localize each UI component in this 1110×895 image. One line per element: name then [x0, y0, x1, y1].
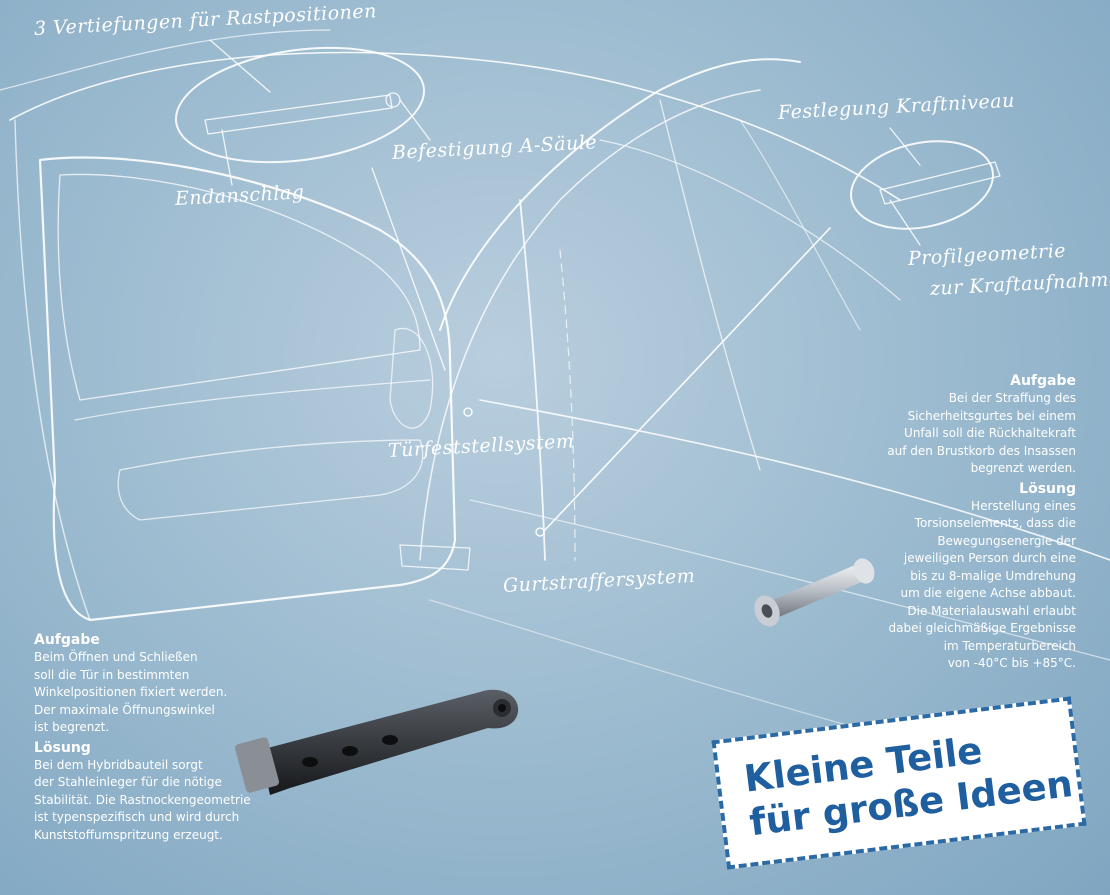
door-check-solution-heading: Lösung	[34, 739, 91, 756]
rear-door-line	[659, 99, 761, 471]
belt-task-heading: Aufgabe	[1010, 373, 1076, 389]
body-sweep-2	[469, 499, 1110, 661]
door-sill	[399, 544, 471, 571]
door-check-task-heading: Aufgabe	[34, 632, 100, 648]
rear-window-line	[739, 119, 861, 331]
car-roof-line	[9, 51, 901, 201]
door-speaker	[389, 327, 434, 429]
b-pillar-dashed	[559, 249, 576, 561]
detail-ellipse-door-check	[174, 46, 426, 164]
windshield-line	[599, 139, 901, 301]
leader-befestigung	[399, 99, 431, 141]
leader-door-check-to-door	[371, 167, 446, 371]
belt-tensioner-description: Aufgabe Bei der Straffung des Sicherheit…	[860, 372, 1076, 675]
body-sweep	[479, 399, 1110, 561]
a-pillar-line	[439, 58, 801, 331]
door-check-solution-text: Bei dem Hybridbauteil sorgt der Stahlein…	[34, 757, 251, 842]
door-check-task-text: Beim Öffnen und Schließen soll die Tür i…	[34, 650, 228, 734]
door-check-part-image	[235, 689, 519, 795]
door-armrest	[117, 439, 424, 521]
door-panel-line	[74, 379, 431, 421]
lower-sill	[429, 599, 901, 741]
leader-endanschlag	[221, 129, 233, 186]
door-window	[57, 173, 421, 401]
sketch-part-torsion	[879, 161, 1001, 205]
b-pillar	[519, 199, 546, 561]
leader-torsion-to-body	[544, 227, 831, 531]
leader-profil	[889, 199, 921, 246]
car-roof-line-2	[0, 29, 331, 91]
belt-solution-text: Herstellung eines Torsionselements, dass…	[888, 498, 1077, 671]
sketch-part-door-check-eye	[385, 92, 401, 108]
pointer-dot-belt	[535, 527, 545, 537]
left-edge	[14, 119, 91, 621]
pointer-dot-door	[463, 407, 473, 417]
door-check-description: Aufgabe Beim Öffnen und Schließen soll d…	[34, 631, 254, 846]
sketch-part-door-check	[204, 94, 393, 135]
leader-festlegung	[889, 127, 921, 166]
door-frame	[38, 156, 457, 622]
detail-ellipse-torsion	[850, 140, 994, 230]
leader-vertiefungen	[209, 39, 271, 93]
torsion-element-image	[754, 558, 875, 627]
belt-task-text: Bei der Straffung des Sicherheitsgurtes …	[887, 391, 1076, 475]
belt-solution-heading: Lösung	[1019, 480, 1076, 497]
a-pillar-line-2	[419, 89, 761, 561]
